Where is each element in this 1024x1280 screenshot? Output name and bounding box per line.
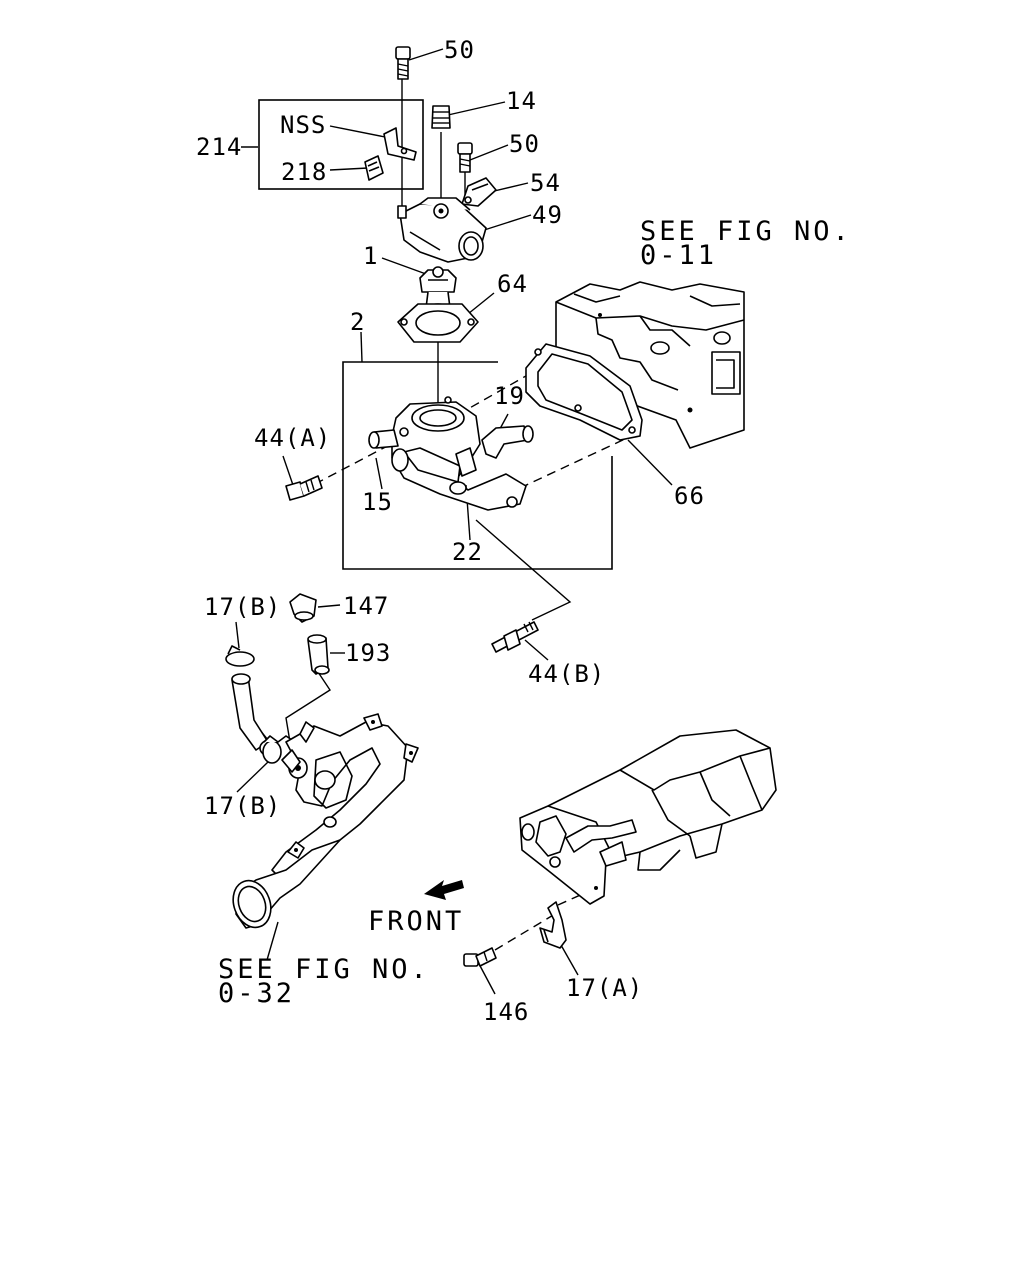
cylinder-head-icon xyxy=(555,281,745,449)
label-17b-top: 17(B) xyxy=(204,593,281,621)
label-15: 15 xyxy=(362,488,393,516)
see-fig-top-line2: 0-11 xyxy=(640,240,717,271)
label-64: 64 xyxy=(497,270,528,298)
see-fig-top-line1: SEE FIG NO. xyxy=(640,216,852,247)
front-arrow-icon xyxy=(424,880,464,900)
hose-clamp-17b-bottom-icon xyxy=(262,735,282,764)
intake-manifold-icon xyxy=(519,729,777,905)
label-17a: 17(A) xyxy=(566,974,643,1002)
label-193: 193 xyxy=(345,639,391,667)
bolt-50-top-icon xyxy=(395,46,411,80)
label-19: 19 xyxy=(494,382,525,410)
bracket-17a-icon xyxy=(539,901,567,949)
cap-14-icon xyxy=(431,105,451,129)
label-218: 218 xyxy=(281,158,327,186)
label-17b-bottom: 17(B) xyxy=(204,792,281,820)
bolt-50-right-icon xyxy=(457,142,473,173)
thermostat-housing-49-icon xyxy=(397,197,487,263)
bolt-146-icon xyxy=(463,947,497,967)
gasket-64-icon xyxy=(397,303,479,343)
pipe-193-icon xyxy=(307,634,330,675)
label-50-top: 50 xyxy=(444,36,475,64)
clip-147-icon xyxy=(289,593,317,623)
label-44b: 44(B) xyxy=(528,660,605,688)
kit-box-214 xyxy=(258,99,424,190)
bracket-54-icon xyxy=(461,177,497,207)
hose-clamp-17b-top-icon xyxy=(225,645,255,667)
label-2: 2 xyxy=(350,308,365,336)
label-214: 214 xyxy=(196,133,242,161)
nss-bracket-icon xyxy=(383,127,417,161)
label-54: 54 xyxy=(530,169,561,197)
label-146: 146 xyxy=(483,998,529,1026)
label-49: 49 xyxy=(532,201,563,229)
gasket-66-icon xyxy=(525,343,643,441)
figure-references: SEE FIG NO. 0-11 SEE FIG NO. 0-32 FRONT xyxy=(218,216,852,1009)
water-outlet-icon xyxy=(368,396,534,511)
assembly-box-2 xyxy=(342,361,613,570)
clip-218-icon xyxy=(364,155,384,181)
see-fig-bottom-line1: SEE FIG NO. xyxy=(218,954,430,985)
stud-44b-icon xyxy=(491,621,539,653)
bolt-44a-icon xyxy=(285,475,323,501)
label-1: 1 xyxy=(363,242,378,270)
label-14: 14 xyxy=(506,87,537,115)
part-labels: 50 14 50 54 49 214 NSS 218 1 64 2 19 44(… xyxy=(196,36,705,1026)
leader-lines xyxy=(235,48,673,995)
label-66: 66 xyxy=(674,482,705,510)
label-50-right: 50 xyxy=(509,130,540,158)
label-nss: NSS xyxy=(280,111,326,139)
label-147: 147 xyxy=(343,592,389,620)
front-label: FRONT xyxy=(368,906,464,937)
see-fig-bottom-line2: 0-32 xyxy=(218,978,295,1009)
label-22: 22 xyxy=(452,538,483,566)
label-44a: 44(A) xyxy=(254,424,331,452)
